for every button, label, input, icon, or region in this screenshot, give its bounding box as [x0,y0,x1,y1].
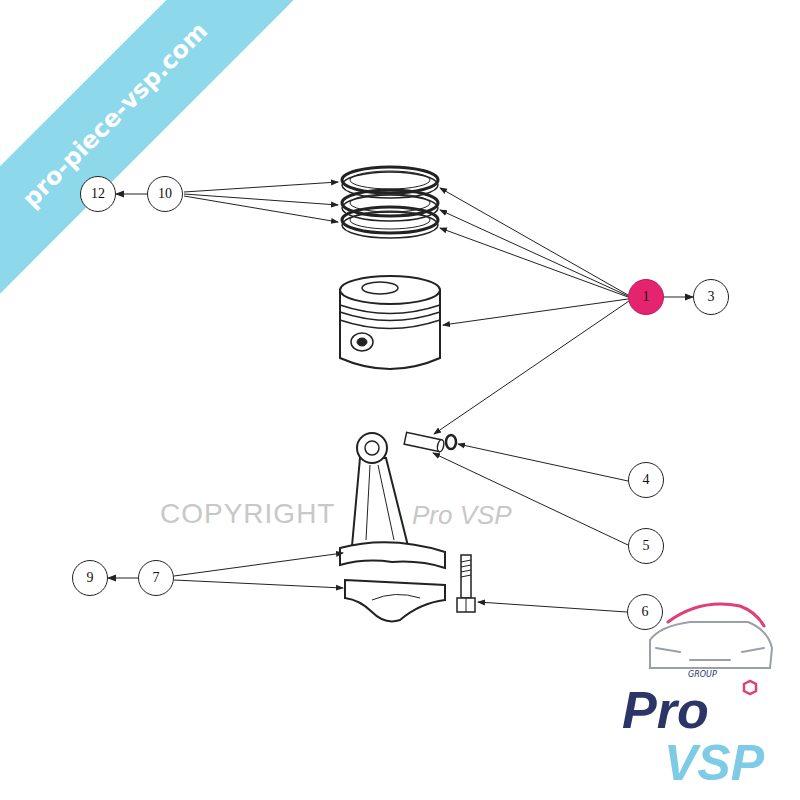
callout-circle: 12 [80,176,116,212]
callout-circle: 10 [147,176,183,212]
watermark-band: pro-piece-vsp.com [0,0,359,359]
callout-circle: 9 [72,560,108,596]
conrod-bolt [457,555,475,612]
callout-circle: 4 [628,462,664,498]
logo-car [650,604,772,694]
callout-number: 10 [158,187,172,201]
website-watermark: pro-piece-vsp.com [18,18,211,211]
callout-circle: 1 [628,279,664,315]
callout-circle: 3 [693,279,729,315]
callout-number: 6 [642,605,649,619]
callout-number: 1 [643,290,650,304]
callout-circle: 7 [138,560,174,596]
callout-number: 5 [643,539,650,553]
logo-group-text: GROUP [688,671,717,679]
callout-arrow [108,578,138,579]
callout-number: 3 [708,290,715,304]
logo-vsp-text: VSP [664,738,764,788]
callout-circle: 5 [628,528,664,564]
copyright-watermark: Pro VSP [412,502,512,528]
gudgeon-pin [404,432,456,452]
piston [340,276,440,369]
logo-pro-text: Pro [622,684,709,736]
leader-lines [174,182,629,612]
callout-number: 4 [643,473,650,487]
copyright-watermark: COPYRIGHT [160,500,335,528]
piston-rings [342,167,438,238]
callout-number: 12 [91,187,105,201]
callout-number: 9 [87,571,94,585]
callout-circle: 6 [627,594,663,630]
callout-number: 7 [153,571,160,585]
callout-arrow [116,194,147,195]
callout-arrow [664,297,693,298]
